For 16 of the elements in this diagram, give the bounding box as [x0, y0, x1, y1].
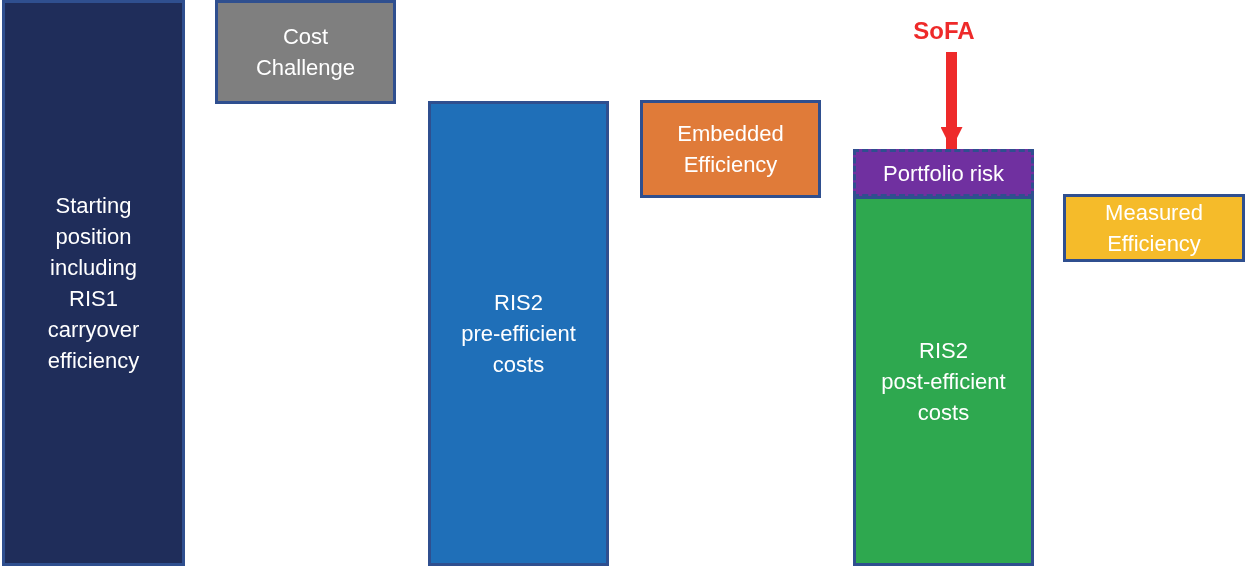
bar-label: Embedded Efficiency — [676, 120, 785, 179]
bar-label: Starting position including RIS1 carryover efficiency — [46, 192, 141, 375]
arrow-label: SoFA — [900, 14, 988, 46]
waterfall-bar — [2, 0, 185, 566]
waterfall-bar — [1063, 194, 1245, 262]
bar-label: Measured Efficiency — [1104, 199, 1204, 258]
waterfall-bar — [428, 101, 609, 566]
waterfall-bar — [853, 149, 1034, 197]
bar-label: RIS2 post-efficient costs — [881, 336, 1006, 427]
waterfall-bar — [215, 0, 396, 104]
bar-label: RIS2 pre-efficient costs — [461, 289, 576, 379]
bar-label: Cost Challenge — [254, 23, 357, 82]
waterfall-bar — [640, 100, 821, 198]
bar-label: Portfolio risk — [882, 159, 1005, 188]
arrow — [940, 52, 963, 149]
waterfall-bar — [853, 196, 1034, 566]
